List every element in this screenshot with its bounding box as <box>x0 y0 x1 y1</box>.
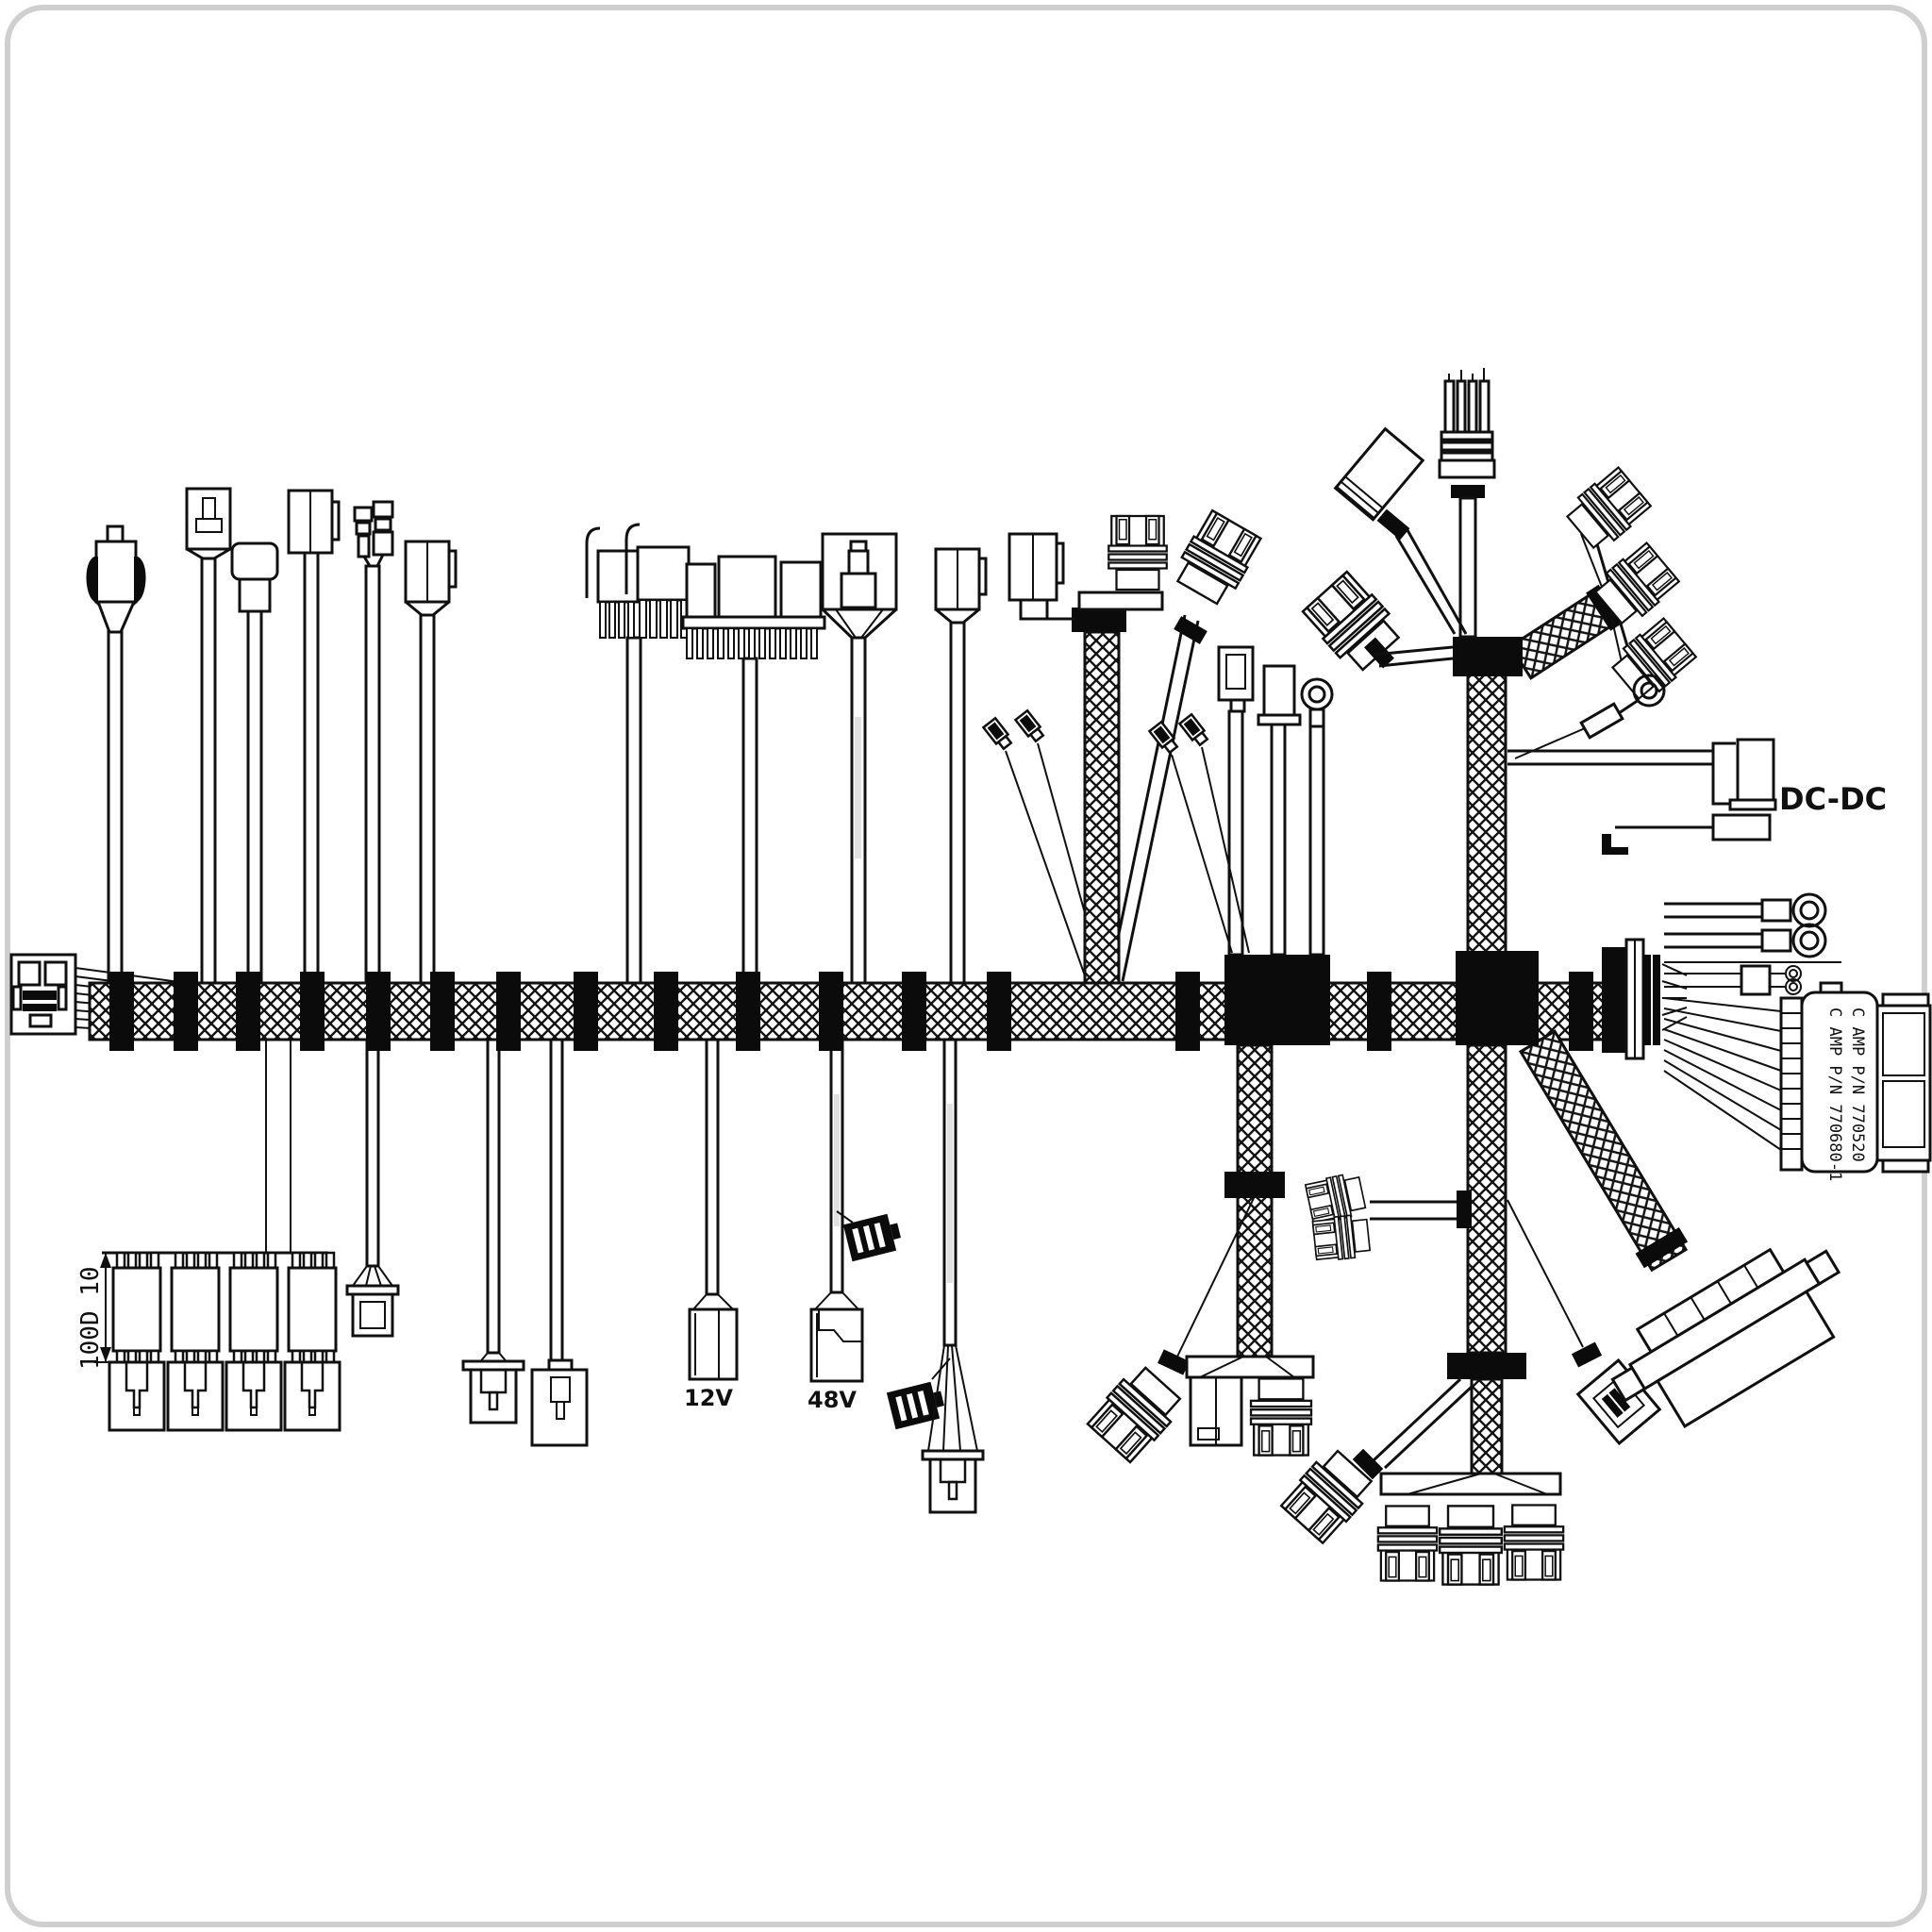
connector-angled-A0 <box>1333 426 1468 635</box>
vertical-trunk-band <box>1447 1353 1526 1379</box>
connector-latched-11 <box>1008 532 1075 621</box>
vertical-trunk-braid <box>1466 673 1507 1475</box>
junction-block-3 <box>1453 637 1523 676</box>
vertical-trunk-bottom-assembly <box>1277 1377 1565 1586</box>
junction-block-1 <box>1224 955 1330 1045</box>
relay-dimension-label: 100D 10 <box>76 1266 105 1370</box>
relay-bank <box>102 1251 341 1432</box>
drop-fan-connector-4 <box>886 1344 985 1514</box>
dsub-connector <box>1610 1247 1841 1429</box>
connector-ribbed-A5 <box>1299 568 1454 677</box>
connector-bottle-key-9 <box>821 532 898 640</box>
small-connector-near-dsub <box>1507 1199 1662 1446</box>
drop-fan-connector-1 <box>345 1265 400 1338</box>
connector-stacked-3 <box>230 541 279 613</box>
trunk-tape-bands <box>109 972 1593 1051</box>
connector-12v: 12V <box>684 1293 739 1411</box>
label-12v: 12V <box>684 1385 733 1411</box>
connector-plug-14 <box>1217 645 1255 713</box>
dc-dc-branch: DC-DC <box>1507 738 1887 855</box>
connector-bullet-pair-5 <box>353 500 394 567</box>
connector-keyed-plug-2 <box>185 487 232 560</box>
fork-connector-top <box>1438 368 1496 639</box>
connector-latched-4 <box>287 489 341 555</box>
branch-wires-top <box>107 551 1325 987</box>
connector-ribbed-12 <box>1077 514 1168 611</box>
connector-latched-10 <box>934 547 988 625</box>
connector-small-plug-1 <box>86 525 146 633</box>
amp-part-number-1: C AMP P/N 770680-1 <box>1825 1008 1844 1181</box>
connector-latched-6 <box>404 540 458 617</box>
connector-ribbed-13-angled <box>1169 508 1265 644</box>
amp-main-connector: C AMP P/N 770680-1 C AMP P/N 770520 <box>1663 981 1932 1181</box>
label-48v: 48V <box>808 1387 857 1413</box>
connector-pair-mid <box>1304 1171 1472 1263</box>
ring-terminal-upper-right <box>1514 674 1666 759</box>
dc-dc-label: DC-DC <box>1779 781 1887 817</box>
dimension-annotation: 100D 10 <box>76 1253 113 1370</box>
braid1-top-band <box>1072 608 1126 632</box>
bulkhead-grommet <box>1602 938 1688 1060</box>
amp-part-number-2: C AMP P/N 770520 <box>1848 1008 1867 1162</box>
connector-48v: 48V <box>808 1210 904 1413</box>
junction1-drop-assembly <box>1084 1195 1315 1466</box>
page-frame <box>5 5 1927 1927</box>
ring-terminal-16 <box>1300 677 1334 728</box>
ring-terminal-leads <box>1664 892 1841 996</box>
connector-fan-upper-right <box>1561 464 1699 706</box>
junction-block-2 <box>1456 951 1539 1045</box>
connector-plug-15 <box>1257 664 1302 726</box>
connector-terminal-rail-8 <box>681 555 826 659</box>
drop-fan-connector-2 <box>461 1352 525 1424</box>
junction1-drop-braid <box>1236 1043 1274 1358</box>
vertical-braid-1 <box>1083 630 1121 985</box>
main-trunk-braid <box>88 981 1608 1041</box>
drop-keyed-connector-3 <box>530 1358 589 1447</box>
junction1-braid-band <box>1224 1172 1285 1198</box>
